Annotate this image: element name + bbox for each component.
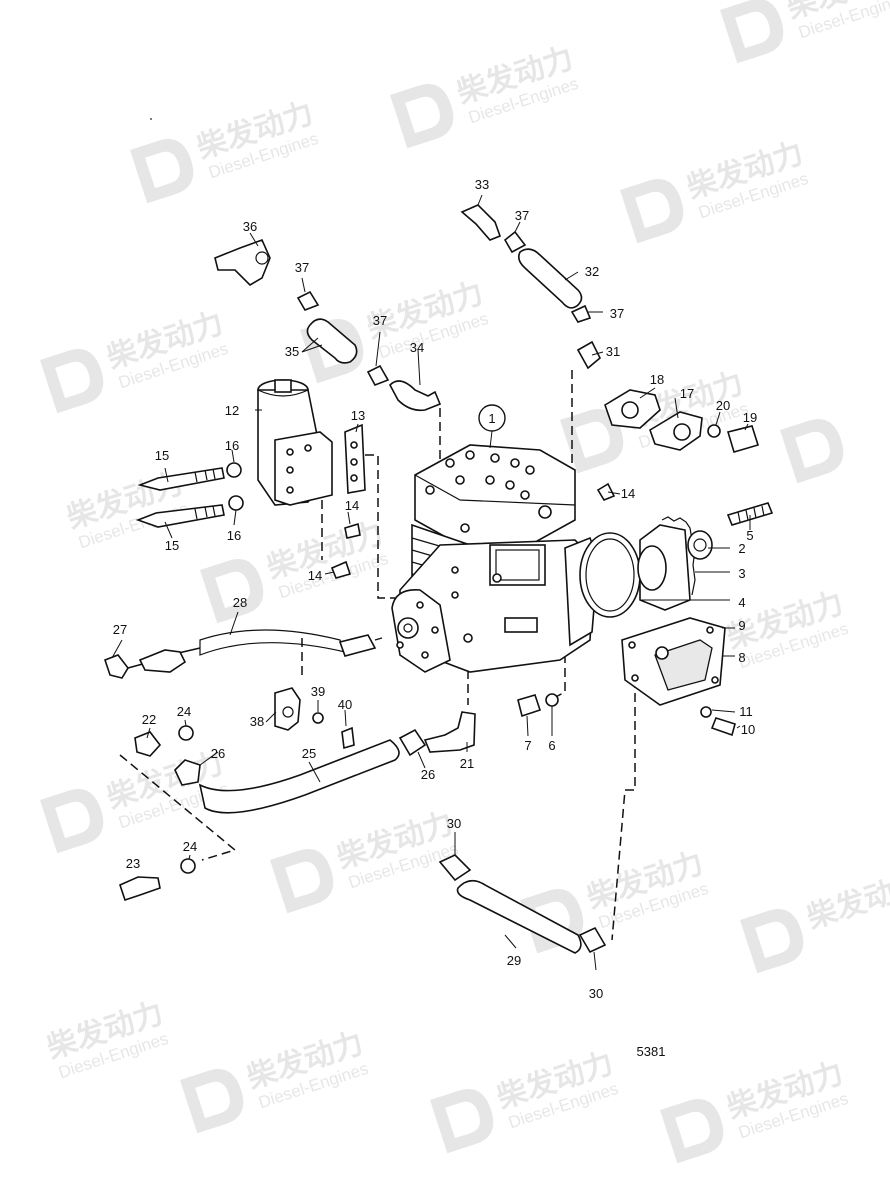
callout-2: 2 [738, 541, 745, 556]
watermark-logo-icon [740, 909, 804, 974]
watermark-logo-icon [40, 789, 104, 854]
watermark-logo-icon [780, 419, 844, 484]
callout-3: 3 [738, 566, 745, 581]
callout-17: 17 [680, 386, 694, 401]
callout-37-a: 37 [295, 260, 309, 275]
callout-16-top: 16 [225, 438, 239, 453]
callout-38: 38 [250, 714, 264, 729]
callout-9: 9 [738, 618, 745, 633]
callout-24-top: 24 [177, 704, 191, 719]
callout-16-bottom: 16 [227, 528, 241, 543]
callout-24-bottom: 24 [183, 839, 197, 854]
watermark-logo-icon [620, 179, 684, 244]
callout-40: 40 [338, 697, 352, 712]
watermark-cn: 柴发动力 [803, 866, 890, 936]
callout-8: 8 [738, 650, 745, 665]
callout-6: 6 [548, 738, 555, 753]
air-compressor [391, 444, 599, 673]
top-left-fittings [214, 238, 442, 412]
watermark-logo-icon [660, 1099, 724, 1164]
watermark-logo-icon [270, 849, 334, 914]
callout-14-mid: 14 [345, 498, 359, 513]
callout-26-right: 26 [421, 767, 435, 782]
leader-lines [111, 194, 751, 971]
drive-gear-assembly [579, 502, 774, 618]
callout-labels: 1 2 3 4 5 6 7 8 9 10 11 12 13 14 14 14 1… [113, 177, 757, 1001]
watermark-logo-icon [130, 139, 194, 204]
callout-29: 29 [507, 953, 521, 968]
watermark-logo-icon [180, 1069, 244, 1134]
callout-21: 21 [460, 756, 474, 771]
callout-15-bottom: 15 [165, 538, 179, 553]
callout-34: 34 [410, 340, 424, 355]
callout-25: 25 [302, 746, 316, 761]
callout-4: 4 [738, 595, 745, 610]
oil-line [103, 629, 383, 679]
watermark-logo-icon [200, 559, 264, 624]
drawing-number: 5381 [637, 1044, 666, 1059]
watermark-logo-icon [40, 349, 104, 414]
watermark-logo-icon [430, 1089, 494, 1154]
callout-13: 13 [351, 408, 365, 423]
callout-37-d: 37 [610, 306, 624, 321]
callout-33: 33 [475, 177, 489, 192]
callout-1: 1 [488, 411, 495, 426]
watermark-logo-icon [720, 0, 784, 64]
callout-30-bottom: 30 [589, 986, 603, 1001]
callout-26-left: 26 [211, 746, 225, 761]
callout-32: 32 [585, 264, 599, 279]
watermark-logo-icon [560, 409, 624, 474]
callout-7: 7 [524, 738, 531, 753]
callout-22: 22 [142, 712, 156, 727]
callout-15-top: 15 [155, 448, 169, 463]
hose-29 [438, 854, 607, 954]
callout-14-top: 14 [621, 486, 635, 501]
speck-dot [150, 118, 152, 120]
callout-11: 11 [739, 704, 753, 719]
callout-36: 36 [243, 219, 257, 234]
callout-39: 39 [311, 684, 325, 699]
callout-31: 31 [606, 344, 620, 359]
callout-28: 28 [233, 595, 247, 610]
callout-23: 23 [126, 856, 140, 871]
cover-plate-assembly [621, 617, 736, 737]
callout-10: 10 [741, 722, 755, 737]
callout-35: 35 [285, 344, 299, 359]
callout-circle-1 [478, 404, 506, 432]
callout-30-top: 30 [447, 816, 461, 831]
callout-18: 18 [650, 372, 664, 387]
callout-12: 12 [225, 403, 239, 418]
callout-19: 19 [743, 410, 757, 425]
callout-27: 27 [113, 622, 127, 637]
watermark-logo-icon [390, 84, 454, 149]
unloader-valve-assembly [135, 379, 616, 579]
callout-37-b: 37 [373, 313, 387, 328]
coolant-hose-assembly [119, 687, 559, 902]
callout-37-c: 37 [515, 208, 529, 223]
callout-20: 20 [716, 398, 730, 413]
callout-5: 5 [746, 528, 753, 543]
top-right-fittings [460, 204, 760, 453]
callout-14-low: 14 [308, 568, 322, 583]
